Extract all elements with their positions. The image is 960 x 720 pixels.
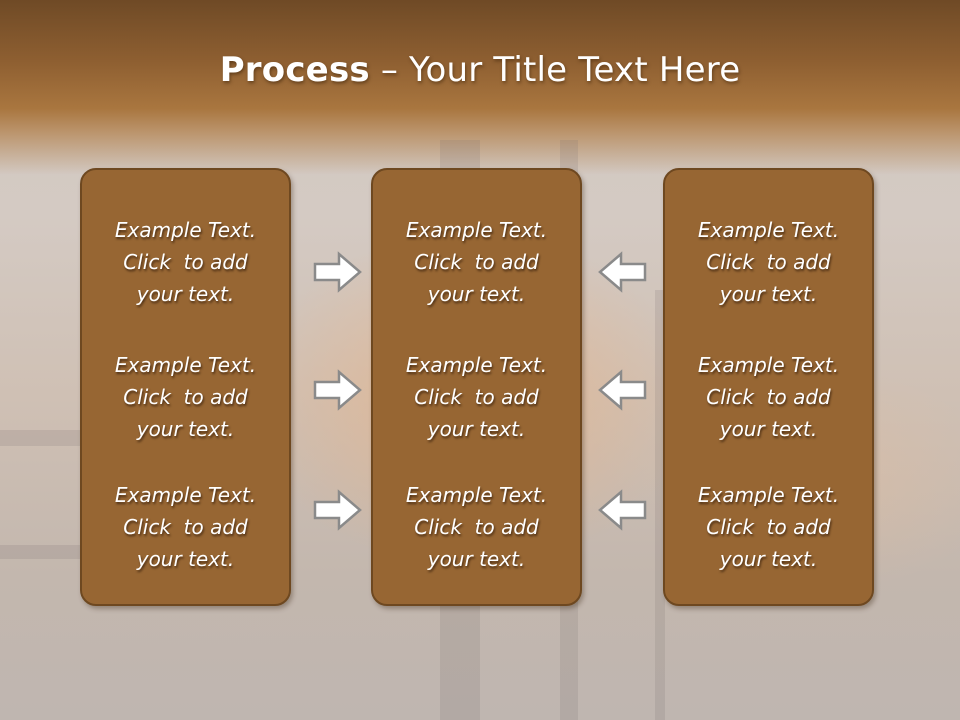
right-arrow-icon[interactable] [313,251,363,293]
text-block[interactable]: Example Text. Click to add your text. [82,479,289,575]
text-line: Click to add [706,250,831,274]
text-block[interactable]: Example Text. Click to add your text. [82,214,289,310]
text-line: Example Text. [114,353,257,377]
text-line: your text. [427,417,526,441]
right-arrow-icon[interactable] [313,369,363,411]
title-bold: Process [219,50,370,90]
left-arrow-icon[interactable] [597,369,647,411]
title-rest: – Your Title Text Here [369,50,741,90]
text-block[interactable]: Example Text. Click to add your text. [665,349,872,445]
left-arrow-icon[interactable] [597,489,647,531]
text-block[interactable]: Example Text. Click to add your text. [82,349,289,445]
text-line: your text. [719,417,818,441]
process-box-center[interactable]: Example Text. Click to add your text. Ex… [371,168,582,606]
text-line: your text. [136,282,235,306]
text-block[interactable]: Example Text. Click to add your text. [665,479,872,575]
text-block[interactable]: Example Text. Click to add your text. [373,214,580,310]
text-line: Click to add [123,385,248,409]
text-line: Example Text. [405,353,548,377]
text-line: your text. [719,547,818,571]
process-box-left[interactable]: Example Text. Click to add your text. Ex… [80,168,291,606]
text-line: Click to add [414,385,539,409]
slide-title[interactable]: Process – Your Title Text Here [0,50,960,90]
header-band [0,0,960,175]
process-box-right[interactable]: Example Text. Click to add your text. Ex… [663,168,874,606]
text-line: your text. [719,282,818,306]
text-line: Click to add [123,250,248,274]
text-line: Example Text. [405,483,548,507]
background-frame-rail [0,545,80,559]
text-line: your text. [136,547,235,571]
text-line: your text. [427,282,526,306]
text-line: Example Text. [697,483,840,507]
text-block[interactable]: Example Text. Click to add your text. [373,349,580,445]
text-block[interactable]: Example Text. Click to add your text. [373,479,580,575]
text-line: Click to add [414,250,539,274]
text-line: Example Text. [697,218,840,242]
right-arrow-icon[interactable] [313,489,363,531]
text-line: Click to add [706,385,831,409]
background-frame-post [655,290,665,720]
text-line: your text. [136,417,235,441]
text-line: Example Text. [697,353,840,377]
text-line: Click to add [414,515,539,539]
text-line: Click to add [706,515,831,539]
text-block[interactable]: Example Text. Click to add your text. [665,214,872,310]
text-line: Example Text. [405,218,548,242]
text-line: Example Text. [114,483,257,507]
text-line: Click to add [123,515,248,539]
text-line: Example Text. [114,218,257,242]
left-arrow-icon[interactable] [597,251,647,293]
text-line: your text. [427,547,526,571]
background-frame-rail [0,430,80,446]
